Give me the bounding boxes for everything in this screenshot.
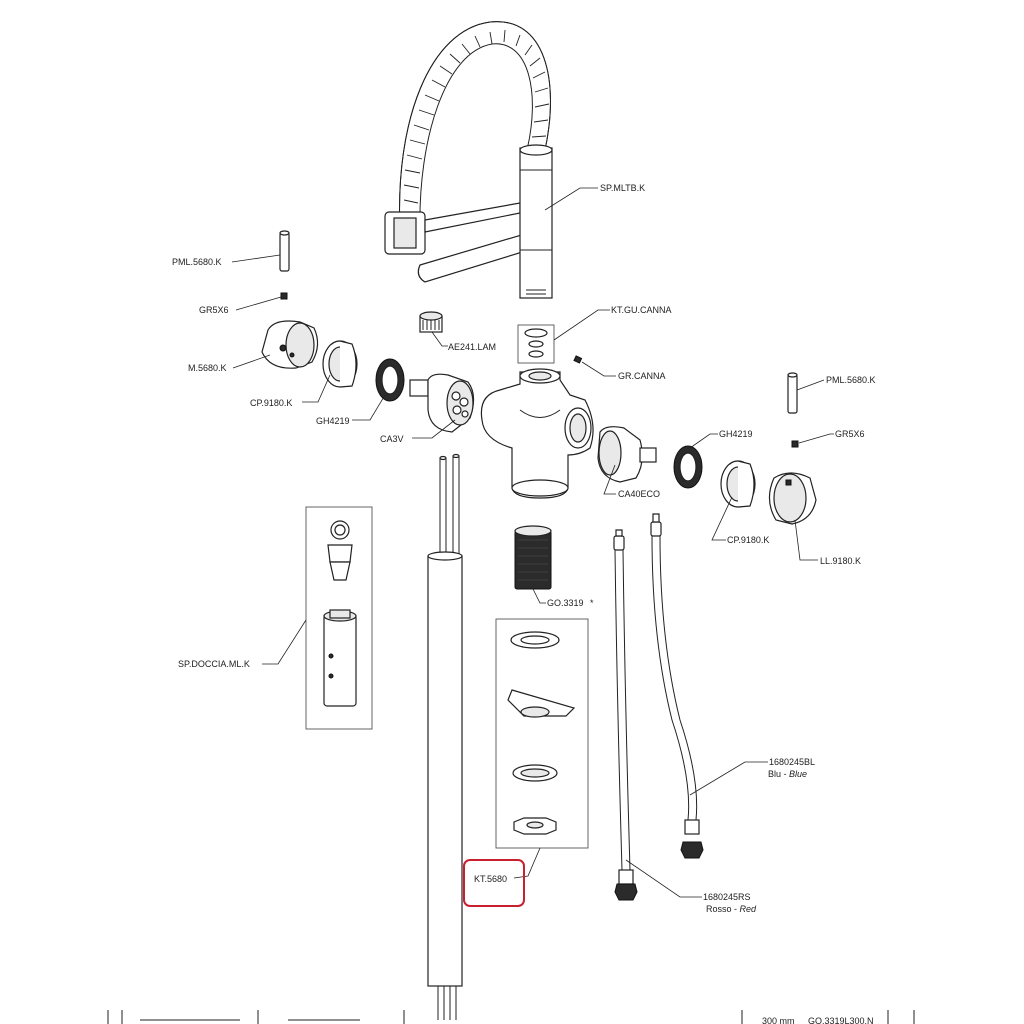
label-ca40eco: CA40ECO	[603, 464, 660, 499]
svg-text:PML.5680.K: PML.5680.K	[826, 375, 876, 385]
hose-red-1680245rs	[613, 529, 638, 901]
svg-text:GH4219: GH4219	[719, 429, 753, 439]
svg-text:KT.5680: KT.5680	[474, 874, 507, 884]
svg-text:*: *	[590, 598, 594, 608]
ca40eco-cartridge	[597, 426, 657, 483]
label-sp-mltb: SP.MLTB.K	[544, 183, 645, 211]
svg-text:Rosso - Red: Rosso - Red	[706, 904, 757, 914]
svg-text:GH4219: GH4219	[316, 416, 350, 426]
ca3v-cartridge	[409, 373, 475, 433]
sp-doccia-shower-head-box	[305, 506, 373, 730]
svg-text:CA3V: CA3V	[380, 434, 404, 444]
pml-pin-left	[279, 230, 290, 272]
svg-text:M.5680.K: M.5680.K	[188, 363, 227, 373]
label-m5680: M.5680.K	[188, 354, 271, 373]
svg-text:SP.MLTB.K: SP.MLTB.K	[600, 183, 645, 193]
svg-text:GR5X6: GR5X6	[199, 305, 229, 315]
kt-gu-canna-gasket-set	[517, 324, 555, 364]
svg-text:CA40ECO: CA40ECO	[618, 489, 660, 499]
gh4219-ring-left	[375, 358, 405, 402]
gh4219-ring-right	[673, 445, 703, 489]
footer-code: GO.3319L300.N	[808, 1016, 874, 1024]
label-hose-red: 1680245RS Rosso - Red	[625, 859, 757, 914]
label-ll9180: LL.9180.K	[794, 519, 861, 566]
ll9180-knob	[768, 472, 817, 525]
label-gh4219-left: GH4219	[316, 394, 386, 426]
label-hose-blue: 1680245BL Blu - Blue	[689, 757, 815, 796]
label-cp9180-left: CP.9180.K	[250, 374, 331, 408]
svg-text:AE241.LAM: AE241.LAM	[448, 342, 496, 352]
faucet-body	[480, 368, 594, 499]
svg-text:1680245BL: 1680245BL	[769, 757, 815, 767]
ae241-aerator	[419, 311, 443, 333]
svg-text:CP.9180.K: CP.9180.K	[727, 535, 769, 545]
label-gr5x6-right: GR5X6	[798, 429, 865, 444]
gr5x6-screw-left	[280, 292, 288, 300]
svg-text:GR.CANNA: GR.CANNA	[618, 371, 666, 381]
go3319-sleeve	[514, 525, 552, 590]
label-gh4219-right: GH4219	[689, 429, 753, 449]
svg-text:Blu - Blue: Blu - Blue	[768, 769, 807, 779]
label-ae241: AE241.LAM	[431, 331, 496, 352]
gr-canna-screw	[573, 355, 583, 364]
cp9180-cap-left	[322, 340, 358, 388]
svg-text:GO.3319: GO.3319	[547, 598, 584, 608]
label-pml-right: PML.5680.K	[796, 375, 876, 391]
svg-text:1680245RS: 1680245RS	[703, 892, 751, 902]
label-sp-doccia: SP.DOCCIA.ML.K	[178, 619, 307, 669]
svg-text:PML.5680.K: PML.5680.K	[172, 257, 222, 267]
svg-text:CP.9180.K: CP.9180.K	[250, 398, 292, 408]
gr5x6-screw-right	[791, 440, 799, 448]
svg-text:SP.DOCCIA.ML.K: SP.DOCCIA.ML.K	[178, 659, 250, 669]
label-gr5x6-left: GR5X6	[199, 296, 282, 315]
cp9180-cap-right	[720, 460, 756, 508]
kt5680-highlight-box	[463, 859, 525, 907]
svg-text:GR5X6: GR5X6	[835, 429, 865, 439]
hose-blue-1680245bl	[650, 513, 704, 859]
label-go3319: GO.3319 *	[532, 588, 594, 608]
label-pml-left: PML.5680.K	[172, 254, 281, 267]
spring-spout	[384, 21, 553, 299]
kt5680-fixing-kit-box	[495, 618, 589, 849]
svg-text:KT.GU.CANNA: KT.GU.CANNA	[611, 305, 672, 315]
label-cp9180-right: CP.9180.K	[711, 496, 769, 545]
pml-pin-right	[787, 372, 798, 414]
label-ca3v: CA3V	[380, 419, 456, 444]
label-kt-gu-canna: KT.GU.CANNA	[553, 305, 672, 341]
long-sleeve-with-hoses	[427, 453, 463, 1020]
svg-text:LL.9180.K: LL.9180.K	[820, 556, 861, 566]
label-kt5680: KT.5680	[474, 847, 541, 884]
label-gr-canna: GR.CANNA	[581, 361, 666, 381]
m5680-handle-lever	[261, 320, 319, 369]
footer-length: 300 mm	[762, 1016, 795, 1024]
footer-table-fragment: 300 mm GO.3319L300.N	[107, 1010, 915, 1024]
